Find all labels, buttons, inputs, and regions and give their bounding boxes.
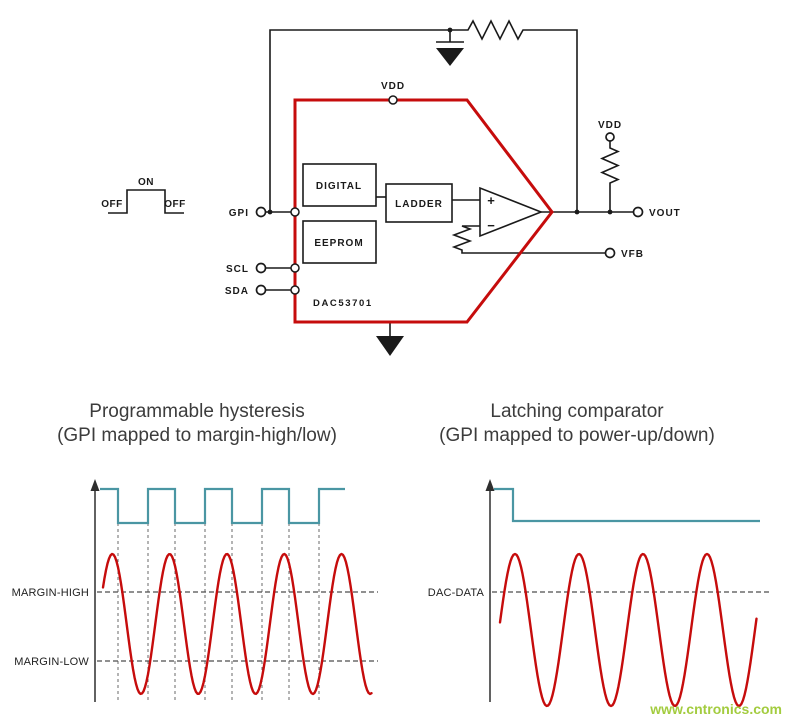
eeprom-block-label: EEPROM [314,238,363,249]
feedback-resistor-to-vfb [451,225,605,254]
right-plot-title-line1: Latching comparator [490,401,664,422]
watermark: www.cntronics.com [649,701,782,717]
gpi-terminal [255,206,267,218]
vout-label: VOUT [649,208,681,219]
vfb-terminal [604,247,616,259]
right-plot-title-line2: (GPI mapped to power-up/down) [439,425,715,446]
feedback-rc-loop-wire [269,19,578,212]
vdd-top-label: VDD [381,81,405,92]
margin-low-label: MARGIN-LOW [14,656,89,668]
junction-dot [267,209,273,215]
left-plot: Programmable hysteresis (GPI mapped to m… [12,401,378,702]
left-sine-wave [101,552,373,696]
vdd-right-label: VDD [598,120,622,131]
right-y-axis-arrow [485,479,495,491]
sda-label: SDA [225,286,249,297]
opamp-plus-sign: + [487,193,495,208]
gpi-label: GPI [229,208,249,219]
digital-block [302,163,377,207]
pulse-off-right-label: OFF [164,199,186,210]
right-square-wave [494,487,760,523]
sda-terminal [255,284,267,296]
vfb-label: VFB [621,249,644,260]
circuit-wires [266,19,633,356]
junction-dot [447,27,453,33]
sda-pin-node [290,285,300,295]
part-number-label: DAC53701 [313,298,373,309]
ladder-block-label: LADDER [395,199,443,210]
scl-label: SCL [226,264,249,275]
pulse-on-label: ON [138,177,154,188]
ground-symbol [376,336,404,356]
right-plot: Latching comparator (GPI mapped to power… [428,401,772,708]
left-plot-title-line2: (GPI mapped to margin-high/low) [57,425,337,446]
margin-high-label: MARGIN-HIGH [12,587,89,599]
vout-terminal [632,206,644,218]
right-sine-wave [498,552,758,708]
eeprom-block [302,220,377,264]
digital-block-label: DIGITAL [316,181,362,192]
ladder-block [385,183,453,223]
capacitor-ground-symbol [436,48,464,66]
gpi-pin-node [290,207,300,217]
junction-dot [574,209,580,215]
pulse-off-left-label: OFF [101,199,123,210]
opamp-minus-sign: − [487,218,495,233]
left-y-axis-arrow [90,479,100,491]
left-plot-title-line1: Programmable hysteresis [89,401,304,422]
gpi-pulse-waveform [108,189,184,214]
junction-dot [607,209,613,215]
dac-package-outline [293,98,554,324]
vdd-right-terminal [605,132,615,142]
junction-dots [267,27,613,215]
scl-pin-node [290,263,300,273]
left-square-wave [100,487,345,525]
pullup-resistor [600,141,620,212]
scl-terminal [255,262,267,274]
opamp [479,186,544,238]
circuit-diagram: OFF ON OFF VDD VDD GPI SCL SDA VOUT VFB … [101,19,681,356]
vdd-top-pin-node [388,95,398,105]
dac-data-label: DAC-DATA [428,587,485,599]
